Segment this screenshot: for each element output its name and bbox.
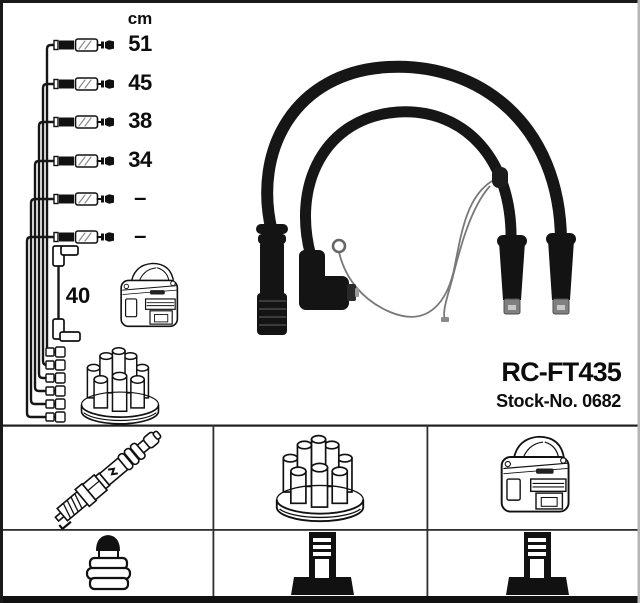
length-label-4: 34 (128, 147, 152, 172)
legend-cell-distributor-cap (214, 426, 426, 529)
din-terminal-icon (291, 532, 354, 595)
distributor-cap-drawing (80, 346, 160, 425)
cable-clip (492, 167, 508, 188)
product-code: RC-FT435 (501, 357, 621, 387)
spark-plug-icon (54, 430, 162, 531)
legend-cell-ignition-coil (428, 426, 637, 529)
legend-cell-sae-terminal (3, 531, 213, 596)
ring-terminal (331, 238, 347, 254)
length-label-1: 51 (128, 31, 152, 56)
legend-cell-din-terminal-2 (428, 531, 637, 596)
ignition-cable-outer (261, 60, 567, 241)
extra-lead-drawing (52, 245, 81, 342)
length-label-3: 38 (128, 108, 152, 133)
cable-length-diagram (25, 38, 179, 425)
cable-connector-row (53, 38, 115, 244)
legend-grid-lines (0, 424, 640, 603)
length-label-2: 45 (128, 70, 152, 95)
legend-cell-din-terminal-1 (214, 531, 426, 596)
legend-cell-spark-plug (3, 426, 213, 529)
distributor-stub-connectors (45, 346, 66, 423)
product-photo (256, 60, 576, 335)
straight-plug-boot (256, 224, 288, 335)
distributor-connector-outer (546, 233, 576, 315)
extra-lead-length-label: 40 (65, 283, 91, 308)
ignition-coil-drawing (120, 262, 179, 328)
unit-label: cm (127, 9, 153, 28)
length-label-6: – (134, 223, 146, 248)
din-terminal-icon (506, 532, 569, 595)
stock-number: Stock-No. 0682 (496, 391, 621, 411)
distributor-connector-inner (497, 235, 527, 315)
angled-plug-boot (299, 250, 359, 310)
length-label-5: – (134, 185, 146, 210)
ignition-cable-inner (300, 106, 517, 262)
sae-terminal-icon (85, 535, 132, 591)
